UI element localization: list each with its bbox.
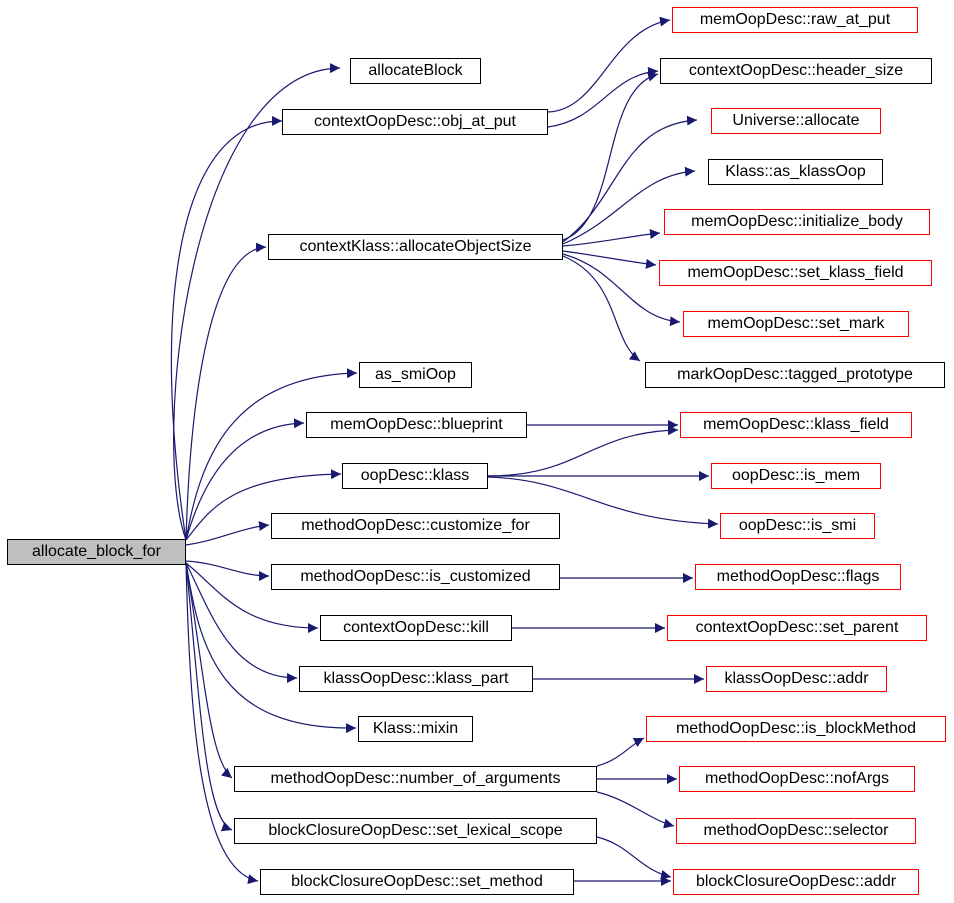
- edge-root-blueprint: [185, 418, 305, 541]
- edge-root-ctx_kill: [185, 562, 319, 633]
- node-contextKlass-allocateObjectSize[interactable]: contextKlass::allocateObjectSize: [268, 234, 563, 260]
- edge-root-allocateBlock: [173, 63, 341, 541]
- node-universe-allocate[interactable]: Universe::allocate: [711, 108, 881, 134]
- node-mem-initialize-body[interactable]: memOopDesc::initialize_body: [664, 209, 930, 235]
- node-allocate-block-for: allocate_block_for: [7, 539, 186, 565]
- node-mem-set-klass-field[interactable]: memOopDesc::set_klass_field: [659, 260, 932, 286]
- node-method-customize-for[interactable]: methodOopDesc::customize_for: [271, 513, 560, 539]
- node-oop-is-mem[interactable]: oopDesc::is_mem: [711, 463, 881, 489]
- edge-aos-as_klassOop: [562, 166, 696, 245]
- node-mem-blueprint[interactable]: memOopDesc::blueprint: [306, 412, 527, 438]
- edge-aos-tagged_prototype: [562, 255, 641, 362]
- node-blockClosure-set-lexical-scope[interactable]: blockClosureOopDesc::set_lexical_scope: [234, 818, 597, 844]
- node-blockClosure-addr[interactable]: blockClosureOopDesc::addr: [673, 869, 919, 895]
- node-context-set-parent[interactable]: contextOopDesc::set_parent: [667, 615, 927, 641]
- edge-root-set_method: [185, 562, 259, 885]
- node-mark-tagged-prototype[interactable]: markOopDesc::tagged_prototype: [645, 362, 945, 388]
- node-mem-raw-at-put[interactable]: memOopDesc::raw_at_put: [672, 7, 918, 33]
- node-blockClosure-set-method[interactable]: blockClosureOopDesc::set_method: [260, 869, 574, 895]
- edge-root-mixin: [185, 562, 357, 734]
- edge-root-oop_klass: [185, 469, 342, 541]
- edge-obj_at_put-raw_at_put: [547, 16, 671, 113]
- node-as-smiOop[interactable]: as_smiOop: [359, 362, 472, 388]
- node-context-header-size[interactable]: contextOopDesc::header_size: [660, 58, 932, 84]
- edge-root-set_lexical_scope: [185, 562, 233, 832]
- node-mem-klass-field[interactable]: memOopDesc::klass_field: [680, 412, 912, 438]
- node-oop-is-smi[interactable]: oopDesc::is_smi: [720, 513, 875, 539]
- edge-numargs-selector: [596, 791, 675, 829]
- edge-aos-header_size: [562, 71, 659, 241]
- node-allocateBlock[interactable]: allocateBlock: [350, 58, 481, 84]
- edge-aos-universe_allocate: [562, 115, 698, 243]
- node-klassOop-addr[interactable]: klassOopDesc::addr: [706, 666, 887, 692]
- node-klass-as-klassOop[interactable]: Klass::as_klassOop: [708, 159, 883, 185]
- node-context-kill[interactable]: contextOopDesc::kill: [320, 615, 512, 641]
- node-klassOop-klass-part[interactable]: klassOopDesc::klass_part: [299, 666, 533, 692]
- node-method-nofArgs[interactable]: methodOopDesc::nofArgs: [679, 766, 915, 792]
- edge-aos-initialize_body: [562, 229, 661, 247]
- edge-root-customize_for: [185, 521, 270, 546]
- node-oop-klass[interactable]: oopDesc::klass: [342, 463, 488, 489]
- node-method-is-blockMethod[interactable]: methodOopDesc::is_blockMethod: [646, 716, 946, 742]
- edge-root-num_args: [185, 562, 233, 779]
- edge-lexscope-bc_addr: [596, 836, 672, 880]
- node-method-is-customized[interactable]: methodOopDesc::is_customized: [271, 564, 560, 590]
- node-method-flags[interactable]: methodOopDesc::flags: [695, 564, 901, 590]
- edge-root-allocateObjectSize: [185, 242, 267, 541]
- node-method-selector[interactable]: methodOopDesc::selector: [676, 818, 916, 844]
- edge-root-klass_part: [185, 562, 298, 683]
- edge-obj_at_put-header_size: [547, 66, 659, 128]
- node-mem-set-mark[interactable]: memOopDesc::set_mark: [683, 311, 909, 337]
- edge-klass-klass_field: [487, 425, 679, 477]
- node-method-number-of-arguments[interactable]: methodOopDesc::number_of_arguments: [234, 766, 597, 792]
- edge-aos-set_klass_field: [562, 250, 657, 269]
- node-context-obj-at-put[interactable]: contextOopDesc::obj_at_put: [282, 109, 548, 135]
- edge-klass-is_smi: [487, 476, 719, 529]
- node-klass-mixin[interactable]: Klass::mixin: [358, 716, 473, 742]
- edge-numargs-is_blockMethod: [596, 737, 645, 767]
- edge-root-is_customized: [185, 560, 270, 581]
- edge-root-obj_at_put: [170, 115, 283, 541]
- edge-aos-set_mark: [562, 253, 681, 327]
- edge-root-as_smiOop: [185, 368, 358, 541]
